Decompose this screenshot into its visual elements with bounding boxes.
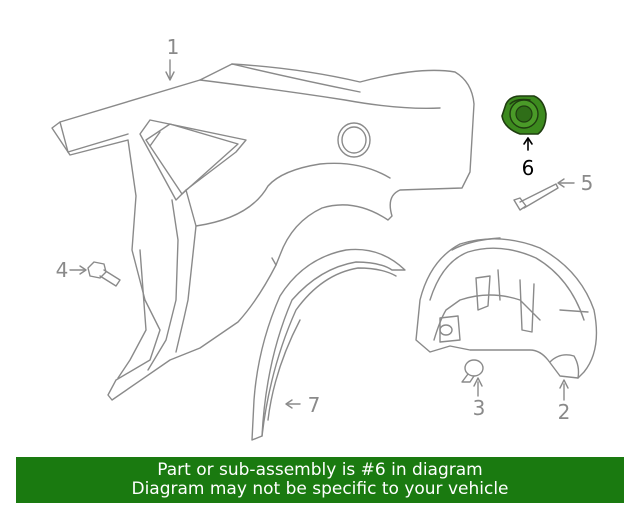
callout-6-highlighted[interactable]: 6 [522, 156, 535, 180]
grommet-part-6-highlighted[interactable] [501, 95, 547, 151]
banner-line-disclaimer: Diagram may not be specific to your vehi… [131, 479, 509, 499]
stud-part-5[interactable] [513, 178, 575, 211]
callout-3[interactable]: 3 [473, 396, 486, 420]
quarter-panel-part-1[interactable] [51, 59, 475, 401]
wheel-flare-part-7[interactable] [251, 248, 406, 441]
callout-5[interactable]: 5 [581, 171, 594, 195]
bolt-part-4[interactable] [69, 261, 121, 287]
part-info-banner: Part or sub-assembly is #6 in diagram Di… [16, 457, 624, 503]
callout-4[interactable]: 4 [56, 258, 69, 282]
callout-1[interactable]: 1 [167, 35, 180, 59]
wheelhouse-liner-part-2[interactable] [415, 237, 598, 401]
push-pin-part-3[interactable] [461, 359, 484, 397]
banner-line-part-number: Part or sub-assembly is #6 in diagram [157, 460, 483, 480]
callout-2[interactable]: 2 [558, 400, 571, 424]
callout-7[interactable]: 7 [308, 393, 321, 417]
